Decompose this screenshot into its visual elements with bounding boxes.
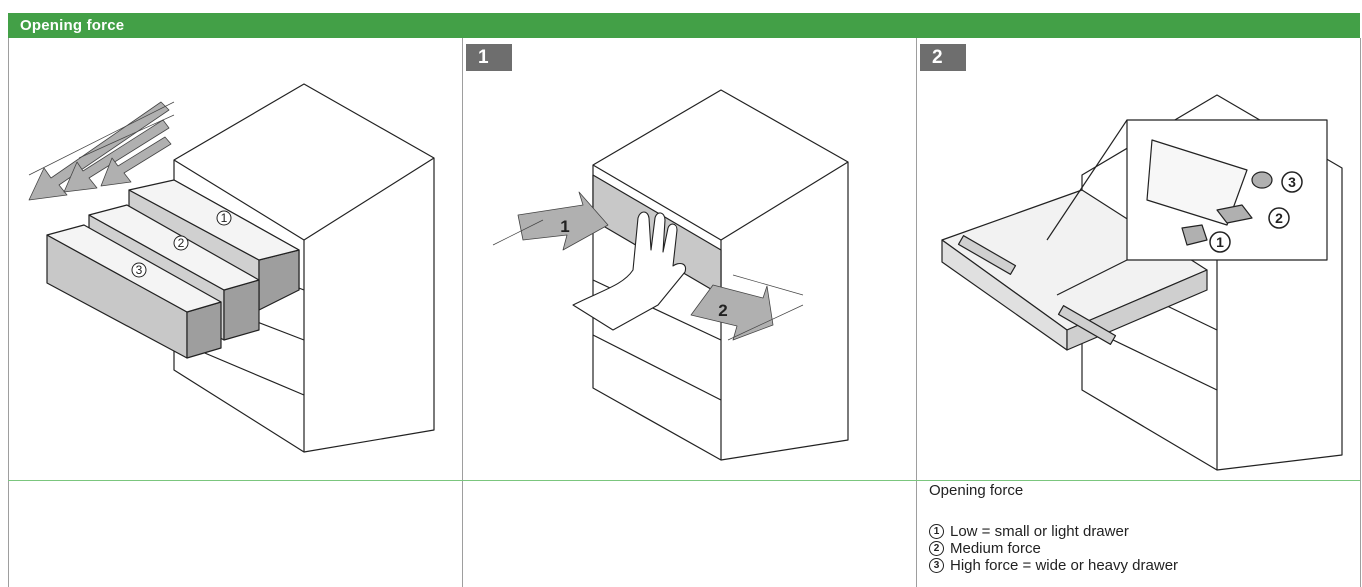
arrow-label-2: 2 xyxy=(718,301,727,320)
runner-detail-illustration: 3 2 1 xyxy=(941,94,1343,471)
drawer-marks: 1 2 3 xyxy=(131,210,232,278)
drawer-cabinet-illustration: 1 2 3 xyxy=(28,83,435,453)
force-marks: 3 2 1 xyxy=(1209,171,1303,253)
drawer-mark-3: 3 xyxy=(136,263,143,277)
legend-num-2: 2 xyxy=(929,541,944,556)
arrow-label-1: 1 xyxy=(560,217,569,236)
header-title: Opening force xyxy=(20,17,125,34)
legend-item-high: 3 High force = wide or heavy drawer xyxy=(929,557,1178,574)
force-legend: 1 Low = small or light drawer 2 Medium f… xyxy=(929,523,1178,574)
grid-line-1 xyxy=(462,38,463,587)
legend-text-1: Low = small or light drawer xyxy=(950,523,1129,540)
legend-num-1: 1 xyxy=(929,524,944,539)
pull-arrows xyxy=(28,101,172,201)
hand xyxy=(572,211,687,331)
row-divider xyxy=(8,480,1360,481)
legend-item-medium: 2 Medium force xyxy=(929,540,1178,557)
grid-line-right xyxy=(1360,38,1361,587)
push-to-open-illustration: 1 2 xyxy=(492,89,849,461)
force-mark-3: 3 xyxy=(1288,174,1296,190)
legend-text-3: High force = wide or heavy drawer xyxy=(950,557,1179,574)
push-arrow xyxy=(517,191,609,251)
step-badge-1: 1 xyxy=(466,44,512,71)
drawer-mark-1: 1 xyxy=(221,211,228,225)
header-bar: Opening force xyxy=(8,13,1360,38)
drawer-mark-2: 2 xyxy=(178,236,185,250)
force-mark-1: 1 xyxy=(1216,234,1224,250)
release-arrow xyxy=(690,284,774,341)
caption-title: Opening force xyxy=(929,482,1024,499)
legend-text-2: Medium force xyxy=(950,540,1041,557)
force-mark-2: 2 xyxy=(1275,210,1283,226)
step-badge-2: 2 xyxy=(920,44,966,71)
grid-line-2 xyxy=(916,38,917,587)
grid-line-left xyxy=(8,38,9,587)
legend-num-3: 3 xyxy=(929,558,944,573)
legend-item-low: 1 Low = small or light drawer xyxy=(929,523,1178,540)
